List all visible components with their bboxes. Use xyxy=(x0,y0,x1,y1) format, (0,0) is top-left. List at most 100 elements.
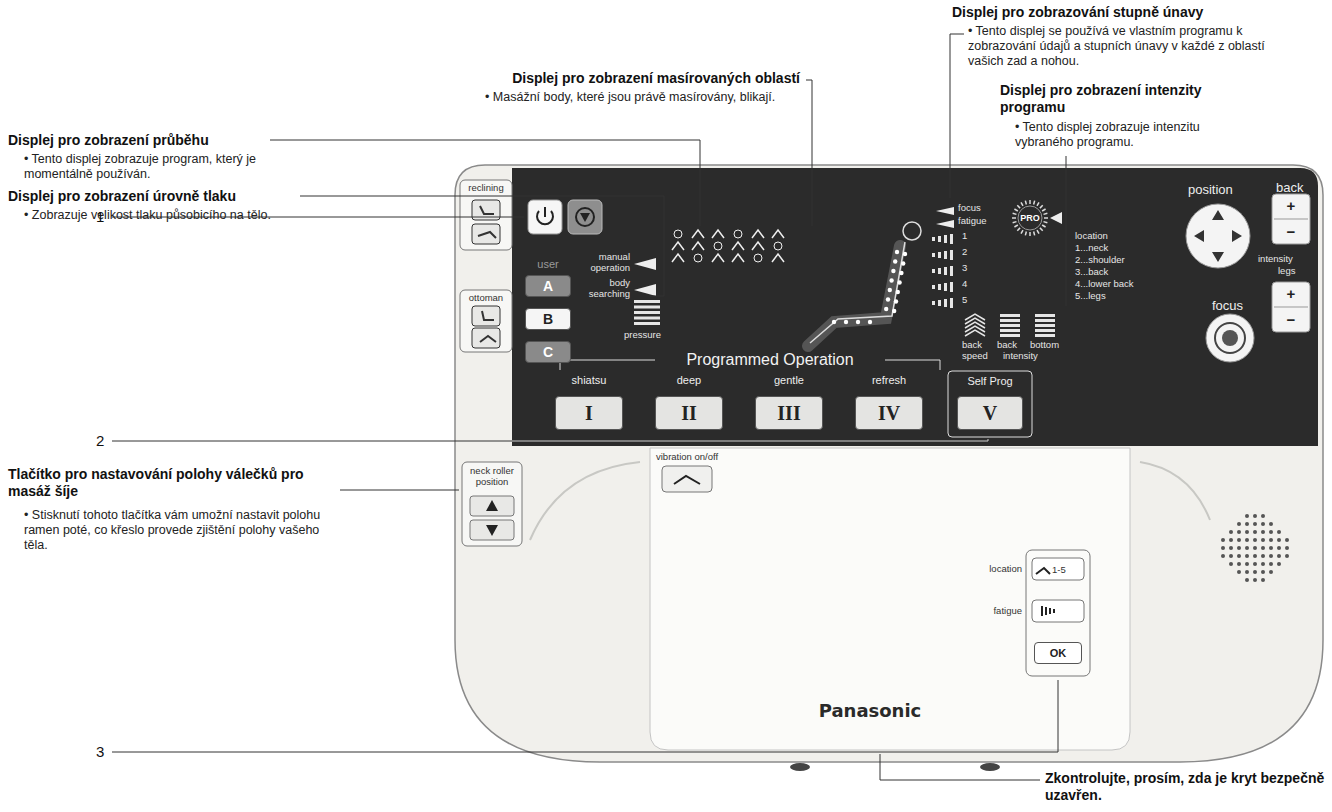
pro-dial xyxy=(1034,201,1035,205)
leader-line xyxy=(806,80,812,226)
callout-heading: Zkontrolujte, prosím, zda je kryt bezpeč… xyxy=(1045,770,1325,804)
body-figure xyxy=(893,259,897,263)
speaker-grille xyxy=(1269,530,1273,534)
panel-label: fatigue xyxy=(958,606,1022,617)
speaker-grille xyxy=(1253,562,1257,566)
area-icons xyxy=(694,254,702,262)
recline-icon xyxy=(472,328,500,348)
speaker-grille xyxy=(1221,538,1225,542)
speaker-grille xyxy=(1221,514,1289,582)
pressure-display xyxy=(634,300,660,325)
user-button: B xyxy=(525,308,571,330)
callout-note: • Tento displej zobrazuje program, který… xyxy=(24,152,264,182)
callout-heading: Tlačítko pro nastavování polohy válečků … xyxy=(8,466,338,500)
intensity-bars xyxy=(1035,319,1055,322)
panel-label: location xyxy=(958,564,1022,575)
speaker-grille xyxy=(1253,514,1257,518)
speaker-grille xyxy=(1229,530,1233,534)
program-frame xyxy=(948,371,1032,437)
pro-dial xyxy=(1042,225,1045,227)
intensity-bars xyxy=(965,314,985,320)
speaker-grille xyxy=(1229,546,1233,550)
panel-label: location xyxy=(1075,231,1108,242)
button-text: 1-5 xyxy=(1052,565,1066,576)
panel-label: position xyxy=(1188,182,1233,198)
panel-label: neck roller position xyxy=(462,466,522,488)
program-name: refresh xyxy=(855,374,923,387)
area-icons xyxy=(674,230,682,238)
focus-button xyxy=(1222,330,1238,346)
fatigue-bars xyxy=(950,282,953,292)
program-button: II xyxy=(655,396,723,430)
panel-label: back xyxy=(997,340,1017,351)
mode-indicator xyxy=(634,258,656,296)
user-button: C xyxy=(525,341,571,363)
speaker-grille xyxy=(1253,538,1257,542)
panel-shell xyxy=(455,165,1323,762)
area-icons xyxy=(772,230,784,238)
position-pad xyxy=(1186,204,1250,268)
speaker-grille xyxy=(1261,522,1265,526)
intensity-bars xyxy=(1000,314,1020,317)
leader-line xyxy=(512,439,988,441)
callout-number: 1 xyxy=(96,208,104,226)
leader-line xyxy=(950,34,964,198)
area-icons xyxy=(732,254,744,262)
speaker-grille xyxy=(1229,538,1233,542)
foot xyxy=(980,763,1000,771)
area-icons xyxy=(672,254,684,262)
location-item: 3...back xyxy=(1075,267,1108,278)
pro-dial xyxy=(1017,205,1020,208)
vibration-button xyxy=(662,466,712,492)
area-icons xyxy=(692,230,704,238)
intensity-bars xyxy=(1035,324,1055,327)
pro-dial xyxy=(1050,212,1062,224)
intensity-bars xyxy=(1000,334,1020,337)
body-figure xyxy=(868,320,872,324)
speaker-grille xyxy=(1253,522,1257,526)
pro-dial xyxy=(1013,213,1017,214)
fatigue-bars xyxy=(936,207,954,228)
speaker-grille xyxy=(1237,522,1241,526)
location-frame xyxy=(1026,550,1090,676)
speaker-grille xyxy=(1245,538,1249,542)
program-button: I xyxy=(555,396,623,430)
fatigue-bars xyxy=(944,283,947,291)
speaker-grille xyxy=(1245,514,1249,518)
speaker-grille xyxy=(1237,570,1241,574)
area-icons xyxy=(772,254,784,262)
speaker-grille xyxy=(1221,546,1225,550)
pro-dial xyxy=(1034,232,1035,236)
location-frame xyxy=(1026,550,1090,676)
location-item: 4...lower back xyxy=(1075,279,1134,290)
position-pad xyxy=(1194,210,1242,262)
body-figure xyxy=(886,297,890,301)
leader-line xyxy=(270,140,700,226)
area-icons xyxy=(752,230,764,238)
area-icons xyxy=(712,230,724,238)
area-icons xyxy=(754,254,762,262)
side-button-frame xyxy=(470,496,514,516)
speaker-grille xyxy=(1277,554,1281,558)
speaker-grille xyxy=(1245,546,1249,550)
fatigue-bars xyxy=(932,253,935,257)
pressure-display xyxy=(634,300,660,303)
panel-label: focus xyxy=(958,203,981,214)
fatigue-bars xyxy=(938,284,941,290)
body-figure xyxy=(884,307,888,311)
fatigue-bars xyxy=(932,269,935,273)
pro-dial xyxy=(1044,217,1048,219)
panel-label: user xyxy=(525,258,571,271)
power-button xyxy=(528,200,562,234)
speaker-grille xyxy=(1221,554,1225,558)
location-item: 2...shoulder xyxy=(1075,255,1125,266)
recline-icon xyxy=(472,224,500,244)
speaker-grille xyxy=(1237,554,1241,558)
callout-heading: Displej pro zobrazení úrovně tlaku xyxy=(8,188,236,205)
intensity-bars xyxy=(965,322,985,328)
fatigue-bars xyxy=(950,266,953,276)
pro-dial xyxy=(1017,228,1020,231)
pro-dial xyxy=(1044,222,1048,223)
body-figure xyxy=(899,271,903,275)
panel-label: fatigue xyxy=(958,216,987,227)
